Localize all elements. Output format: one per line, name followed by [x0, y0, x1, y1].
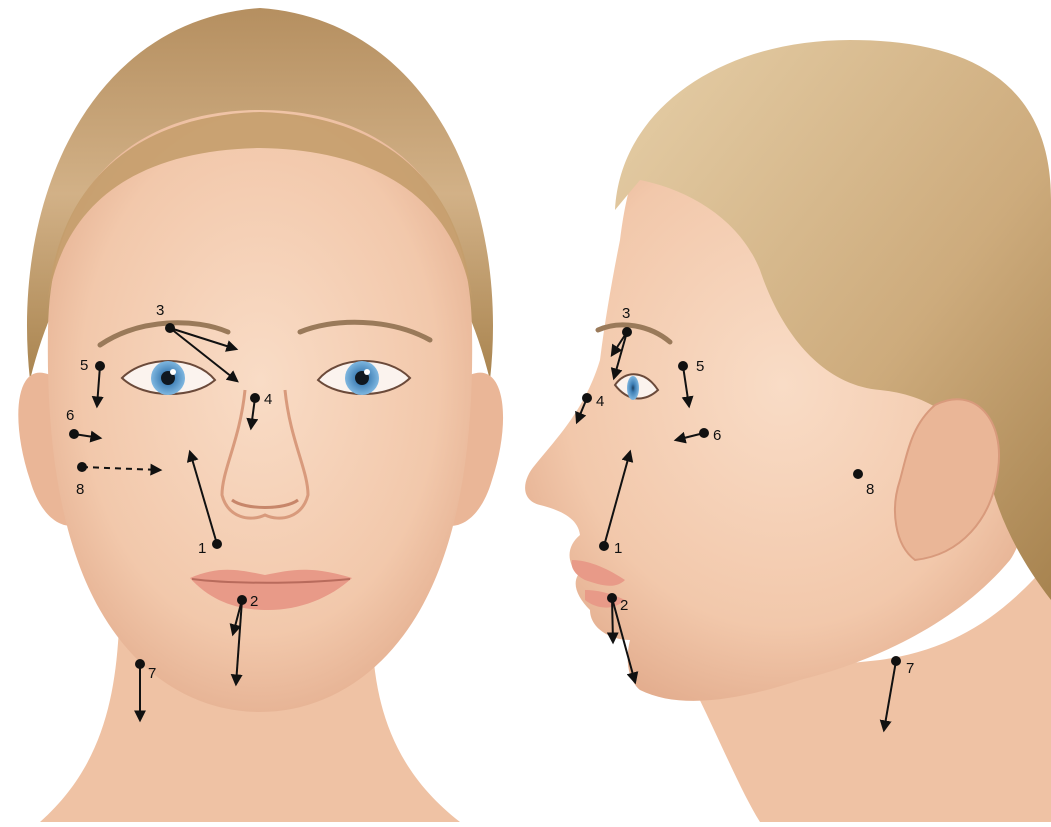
- front-dot-5: [95, 361, 105, 371]
- profile-label-3: 3: [622, 305, 630, 322]
- profile-dot-8: [853, 469, 863, 479]
- profile-dot-7: [891, 656, 901, 666]
- profile-label-7: 7: [906, 660, 914, 677]
- profile-label-8: 8: [866, 481, 874, 498]
- profile-dot-2: [607, 593, 617, 603]
- profile-dot-4: [582, 393, 592, 403]
- front-dot-6: [69, 429, 79, 439]
- profile-label-6: 6: [713, 427, 721, 444]
- front-face-shape: [48, 110, 472, 712]
- front-dot-2: [237, 595, 247, 605]
- profile-dot-6: [699, 428, 709, 438]
- profile-label-2: 2: [620, 597, 628, 614]
- profile-label-1: 1: [614, 540, 622, 557]
- profile-dot-3: [622, 327, 632, 337]
- front-label-5: 5: [80, 357, 88, 374]
- front-dot-4: [250, 393, 260, 403]
- profile-dot-5: [678, 361, 688, 371]
- front-dot-7: [135, 659, 145, 669]
- front-label-3: 3: [156, 302, 164, 319]
- front-dot-3: [165, 323, 175, 333]
- profile-face: [525, 40, 1051, 822]
- profile-dot-1: [599, 541, 609, 551]
- front-label-2: 2: [250, 593, 258, 610]
- front-label-1: 1: [198, 540, 206, 557]
- front-label-4: 4: [264, 391, 272, 408]
- profile-label-4: 4: [596, 393, 604, 410]
- front-label-6: 6: [66, 407, 74, 424]
- front-label-7: 7: [148, 665, 156, 682]
- front-dot-8: [77, 462, 87, 472]
- front-label-8: 8: [76, 481, 84, 498]
- front-dot-1: [212, 539, 222, 549]
- front-face: [18, 8, 503, 822]
- profile-label-5: 5: [696, 358, 704, 375]
